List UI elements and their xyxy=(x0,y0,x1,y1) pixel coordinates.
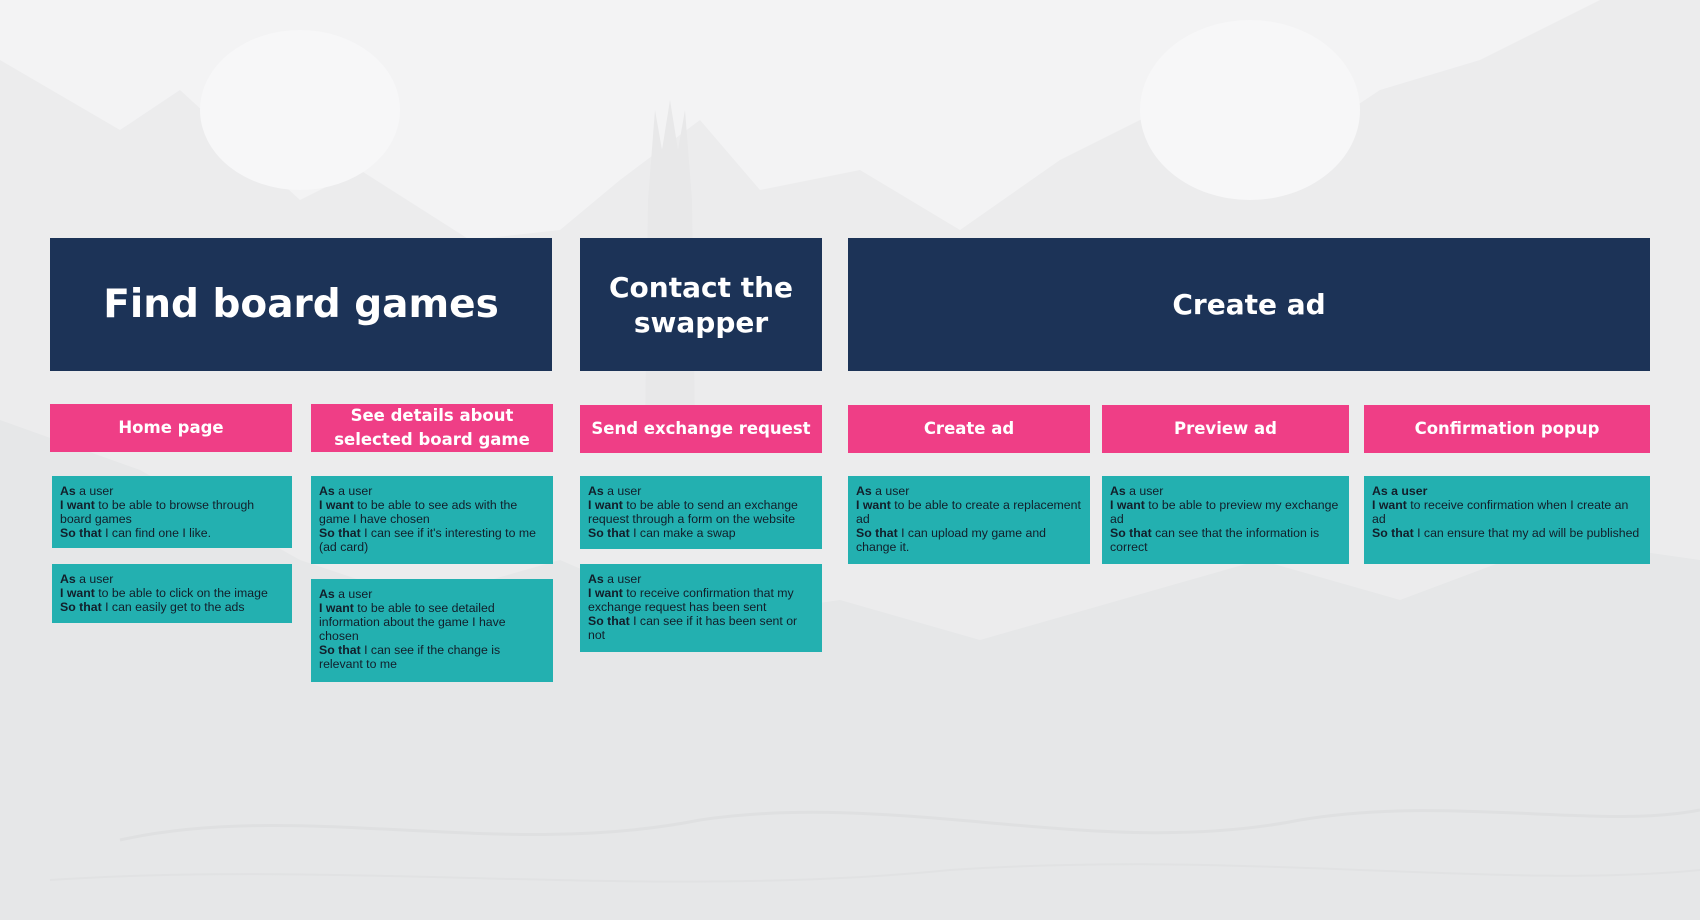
feature-preview-ad: Preview ad xyxy=(1102,405,1349,453)
story-card: As a user I want to be able to browse th… xyxy=(52,476,292,548)
epic-title: Find board games xyxy=(103,282,499,327)
epic-find-board-games: Find board games xyxy=(50,238,552,371)
feature-label: Create ad xyxy=(923,419,1015,438)
story-card: As a user I want to be able to click on … xyxy=(52,564,292,623)
feature-label: Confirmation popup xyxy=(1414,419,1600,438)
story-card: As a user I want to be able to see detai… xyxy=(311,579,553,682)
epic-create-ad: Create ad xyxy=(848,238,1650,371)
story-card: As a user I want to be able to send an e… xyxy=(580,476,822,549)
feature-label-line-2: selected board game xyxy=(334,430,530,449)
epic-contact-the-swapper: Contact the swapper xyxy=(580,238,822,371)
feature-label: Send exchange request xyxy=(591,419,811,438)
feature-label: Home page xyxy=(118,418,224,437)
feature-send-exchange-request: Send exchange request xyxy=(580,405,822,453)
feature-see-details: See details about selected board game xyxy=(311,404,553,452)
epic-title-line-2: swapper xyxy=(633,305,769,339)
feature-create-ad: Create ad xyxy=(848,405,1090,453)
feature-label-line-1: See details about xyxy=(350,406,514,425)
story-card: As a user I want to be able to preview m… xyxy=(1102,476,1349,564)
story-card: As a user I want to receive confirmation… xyxy=(1364,476,1650,564)
story-card: As a user I want to be able to see ads w… xyxy=(311,476,553,564)
epic-title-line-1: Contact the xyxy=(608,270,794,304)
feature-home-page: Home page xyxy=(50,404,292,452)
feature-label: Preview ad xyxy=(1174,419,1277,438)
feature-confirmation-popup: Confirmation popup xyxy=(1364,405,1650,453)
story-card: As a user I want to be able to create a … xyxy=(848,476,1090,564)
epic-title: Create ad xyxy=(1172,288,1326,321)
story-card: As a user I want to receive confirmation… xyxy=(580,564,822,652)
